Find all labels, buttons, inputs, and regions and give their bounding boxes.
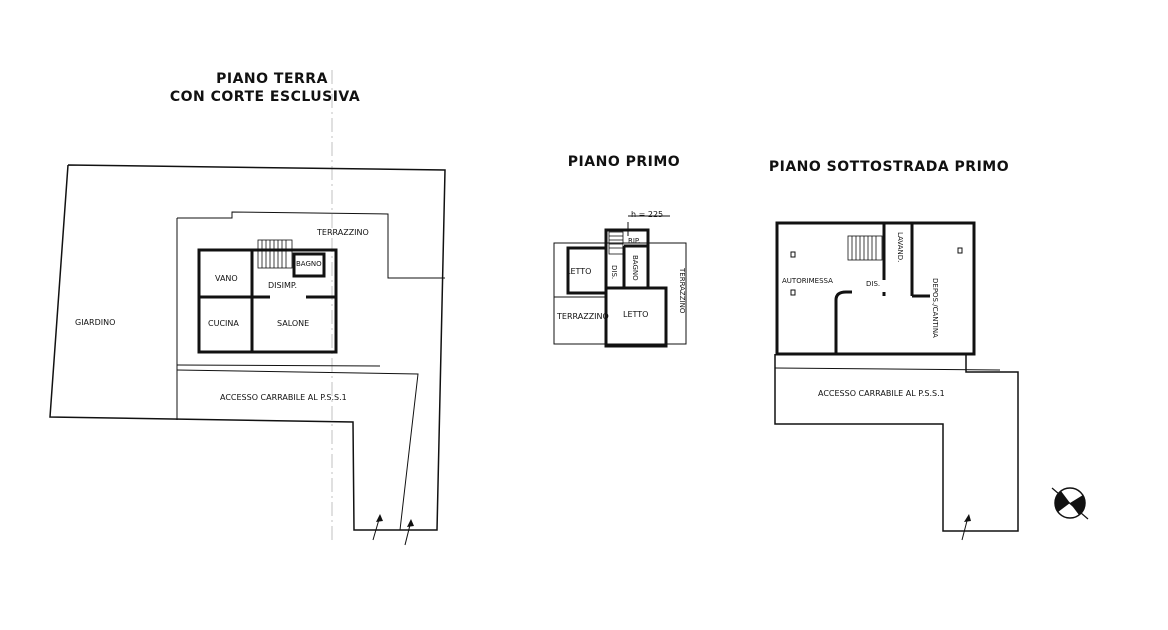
basement-floor-plan: AUTORIMESSA LAVAND. DIS. DEPOS./CANTINA … <box>774 221 1019 541</box>
lot-boundary <box>49 164 446 531</box>
label-access: ACCESSO CARRABILE AL P.S.S.1 <box>220 393 347 402</box>
access-arrow-icon <box>961 514 971 541</box>
label-terrazzino-right: TERRAZZINO <box>678 267 686 314</box>
label-rip: RIP. <box>628 237 640 245</box>
access-arrow-icon <box>372 514 414 546</box>
basement-walls <box>775 221 976 356</box>
label-cucina: CUCINA <box>208 319 239 328</box>
label-depos-cantina: DEPOS./CANTINA <box>931 278 939 338</box>
north-arrow-icon <box>1051 487 1089 520</box>
first-floor-plan: h = 225 RIP. LETTO DIS. BAGNO TERRAZZINO… <box>553 210 687 348</box>
ground-floor-plan: GIARDINO TERRAZZINO VANO BAGNO DISIMP. C… <box>49 164 446 546</box>
title-ground-floor: PIANO TERRA <box>216 71 328 87</box>
label-access: ACCESSO CARRABILE AL P.S.S.1 <box>818 389 945 398</box>
stairs-symbol <box>847 235 883 261</box>
label-disimp: DISIMP. <box>268 281 297 290</box>
label-terrazzino-left: TERRAZZINO <box>556 312 609 321</box>
label-vano: VANO <box>215 274 238 283</box>
label-dis: DIS. <box>610 265 618 279</box>
title-first-floor: PIANO PRIMO <box>568 154 680 170</box>
label-dis: DIS. <box>866 280 880 288</box>
label-autorimessa: AUTORIMESSA <box>782 277 833 285</box>
title-basement-floor: PIANO SOTTOSTRADA PRIMO <box>769 159 1009 175</box>
title-ground-floor-subtitle: CON CORTE ESCLUSIVA <box>170 89 360 105</box>
label-letto-2: LETTO <box>623 310 648 319</box>
label-letto-1: LETTO <box>566 267 591 276</box>
stairs-symbol <box>257 239 293 269</box>
terrace-boundary <box>177 211 445 279</box>
label-lavand: LAVAND. <box>896 232 904 262</box>
label-giardino: GIARDINO <box>75 318 115 327</box>
label-bagno: BAGNO <box>631 255 639 281</box>
house-walls <box>197 248 338 354</box>
stairs-symbol <box>608 231 624 255</box>
label-terrazzino: TERRAZZINO <box>316 228 369 237</box>
label-salone: SALONE <box>277 319 309 328</box>
label-bagno: BAGNO <box>296 260 322 268</box>
label-height: h = 225 <box>631 210 663 219</box>
